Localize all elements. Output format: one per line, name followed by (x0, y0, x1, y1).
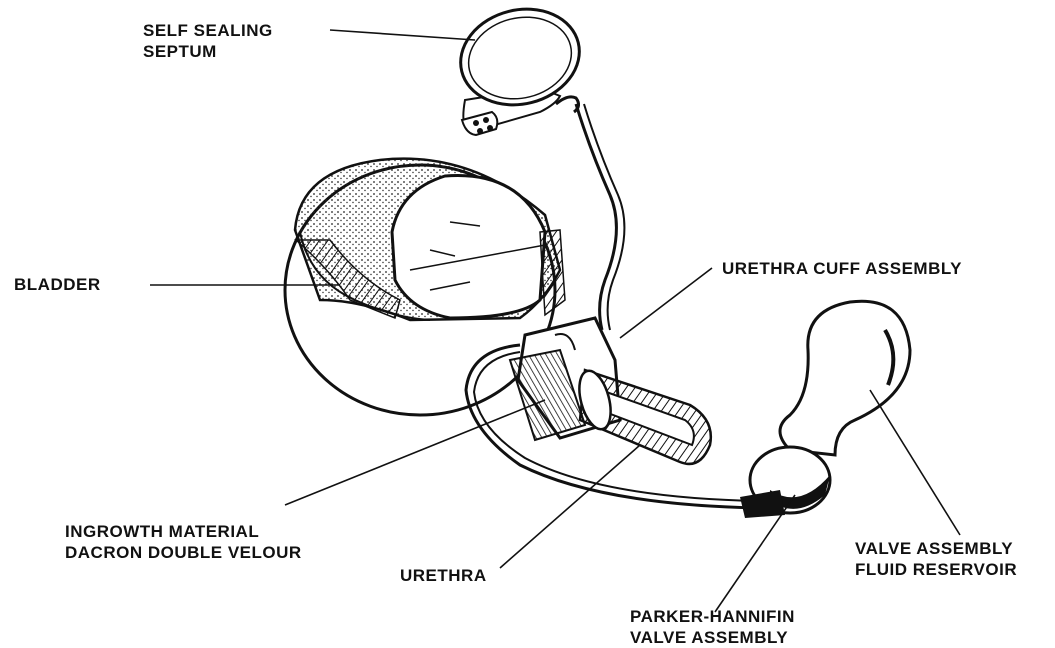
label-self-sealing-septum: SELF SEALING SEPTUM (143, 20, 273, 62)
label-urethra: URETHRA (400, 565, 487, 586)
label-ingrowth-material: INGROWTH MATERIAL DACRON DOUBLE VELOUR (65, 521, 302, 563)
cuff-assembly (510, 318, 711, 464)
label-valve-assembly-fluid-reservoir: VALVE ASSEMBLY FLUID RESERVOIR (855, 538, 1017, 580)
label-urethra-cuff-assembly: URETHRA CUFF ASSEMBLY (722, 258, 962, 279)
valve-reservoir (740, 301, 910, 518)
label-bladder: BLADDER (14, 274, 101, 295)
label-parker-hannifin: PARKER-HANNIFIN VALVE ASSEMBLY (630, 606, 795, 648)
septum-port (450, 0, 589, 135)
